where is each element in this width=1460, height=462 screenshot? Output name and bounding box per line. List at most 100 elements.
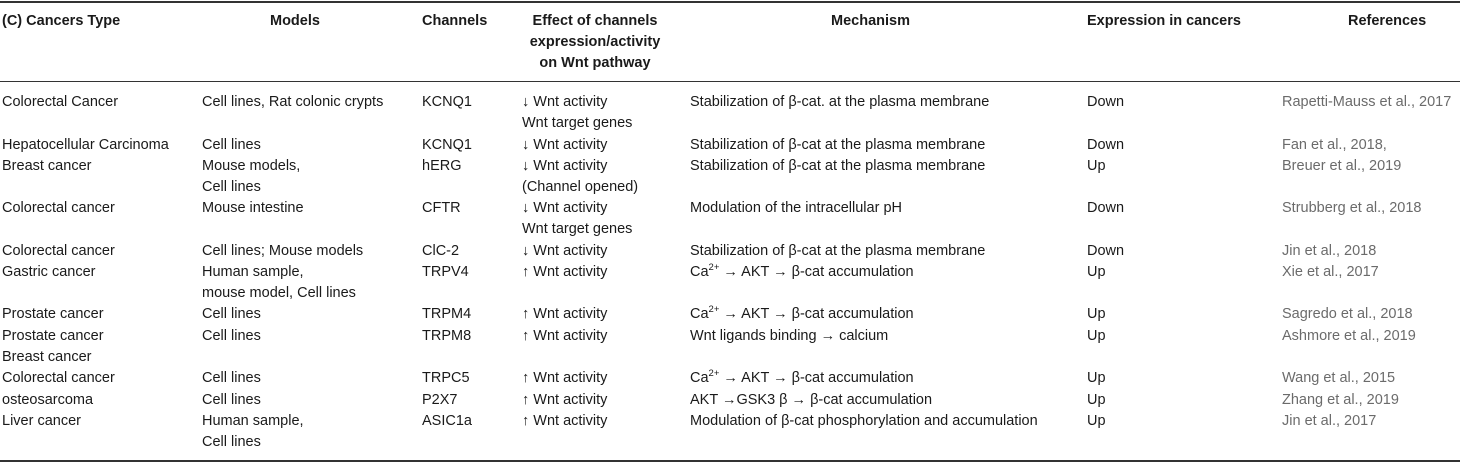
cancer-type-cell-line: Prostate cancer	[2, 306, 104, 322]
models-cell-line: Cell lines	[202, 392, 261, 408]
effect-cell-line: ↑ Wnt activity	[522, 306, 608, 322]
mechanism-superscript: 2+	[708, 304, 720, 315]
mechanism-superscript: 2+	[708, 262, 720, 273]
channel-cell: CFTR	[422, 200, 461, 216]
models-cell: Cell lines	[202, 368, 261, 389]
effect-cell: ↑ Wnt activity	[522, 411, 607, 432]
mechanism-cell: Stabilization of β-cat at the plasma mem…	[690, 156, 985, 177]
channel-cell: TRPC5	[422, 370, 470, 386]
mechanism-cell: Stabilization of β-cat. at the plasma me…	[690, 92, 989, 113]
reference-cell: Rapetti-Mauss et al., 2017	[1282, 94, 1452, 110]
header-effect-line-2: expression/activity	[529, 34, 661, 50]
mechanism-superscript: 2+	[708, 368, 720, 379]
header-cancer-type: (C) Cancers Type	[2, 13, 121, 29]
header-effect-line-1: Effect of channels	[532, 13, 658, 29]
models-cell-line: Human sample,	[202, 264, 304, 280]
table-row: Colorectal cancer Cell lines; Mouse model…	[0, 241, 1460, 262]
table-row: Colorectal Cancer Cell lines, Rat colonic…	[0, 92, 1460, 131]
channel-cell: TRPM4	[422, 306, 472, 322]
models-cell-line: Cell lines	[202, 137, 261, 153]
cancer-type-cell-line: Gastric cancer	[2, 264, 96, 280]
channel-cell: TRPM8	[422, 328, 472, 344]
cancer-type-cell: Hepatocellular Carcinoma	[2, 135, 169, 156]
expression-cell: Up	[1087, 158, 1106, 174]
models-cell: Cell lines	[202, 326, 261, 347]
cancer-type-cell: Gastric cancer	[2, 262, 95, 283]
channel-cell: TRPV4	[422, 264, 469, 280]
cancer-type-cell-line: osteosarcoma	[2, 392, 94, 408]
models-cell: Cell lines	[202, 390, 261, 411]
reference-cell: Jin et al., 2017	[1282, 413, 1377, 429]
effect-cell-line: ↓ Wnt activity	[522, 200, 608, 216]
channel-cell: KCNQ1	[422, 94, 472, 110]
models-cell-line: Mouse intestine	[202, 200, 304, 216]
models-cell-line: Cell lines	[202, 434, 261, 451]
mechanism-text: → AKT → β-cat accumulation	[719, 370, 914, 386]
models-cell-line: Cell lines	[202, 306, 261, 322]
mechanism-text: Stabilization of β-cat at the plasma mem…	[690, 158, 986, 174]
effect-cell: ↑ Wnt activity	[522, 390, 607, 411]
effect-cell-line: ↑ Wnt activity	[522, 328, 608, 344]
cancer-type-cell: Colorectal Cancer	[2, 92, 118, 113]
expression-cell: Down	[1087, 137, 1125, 153]
models-cell-line: Cell lines	[202, 328, 261, 344]
effect-cell: ↑ Wnt activity	[522, 326, 607, 347]
header-expression: Expression in cancers	[1087, 13, 1241, 29]
effect-cell: ↓ Wnt activity	[522, 241, 607, 262]
mechanism-cell: Modulation of β-cat phosphorylation and …	[690, 411, 1038, 432]
reference-cell: Wang et al., 2015	[1282, 370, 1396, 386]
table-row: Prostate cancer Cell lines TRPM4 ↑ Wnt acti…	[0, 304, 1460, 325]
cancer-type-cell: osteosarcoma	[2, 390, 93, 411]
effect-cell-line: ↓ Wnt activity	[522, 137, 608, 153]
mechanism-text: AKT →GSK3 β → β-cat accumulation	[690, 392, 933, 408]
effect-cell-line: ↑ Wnt activity	[522, 413, 608, 429]
effect-cell: ↑ Wnt activity	[522, 368, 607, 389]
mechanism-cell: Wnt ligands binding → calcium	[690, 326, 888, 347]
models-cell: Mouse models,Cell lines	[202, 156, 300, 199]
mechanism-text: Stabilization of β-cat. at the plasma me…	[690, 94, 990, 110]
channel-cell: hERG	[422, 158, 462, 174]
models-cell-line: Mouse models,	[202, 158, 301, 174]
mechanism-text: Modulation of the intracellular pH	[690, 200, 902, 216]
cancer-type-cell: Liver cancer	[2, 411, 81, 432]
mechanism-cell: Ca2+ → AKT → β-cat accumulation	[690, 262, 914, 283]
cancer-type-cell-line: Breast cancer	[2, 349, 92, 366]
effect-cell: ↓ Wnt activity	[522, 135, 607, 156]
cancer-type-cell: Colorectal cancer	[2, 368, 115, 389]
channel-cell: ASIC1a	[422, 413, 472, 429]
effect-cell: ↑ Wnt activity	[522, 304, 607, 325]
header-channels: Channels	[422, 13, 488, 29]
mechanism-cell: Ca2+ → AKT → β-cat accumulation	[690, 368, 914, 389]
cancer-type-cell-line: Breast cancer	[2, 158, 92, 174]
reference-cell: Fan et al., 2018,	[1282, 137, 1387, 153]
reference-cell: Breuer et al., 2019	[1282, 158, 1402, 174]
cancer-type-cell: Colorectal cancer	[2, 198, 115, 219]
models-cell: Human sample,mouse model, Cell lines	[202, 262, 356, 305]
cancer-type-cell-line: Liver cancer	[2, 413, 81, 429]
cancer-type-cell: Colorectal cancer	[2, 241, 115, 262]
mechanism-text: → AKT → β-cat accumulation	[719, 264, 914, 280]
header-effect-line-3: on Wnt pathway	[539, 55, 651, 71]
channel-cell: P2X7	[422, 392, 458, 408]
models-cell-line: Human sample,	[202, 413, 304, 429]
top-rule	[0, 1, 1460, 3]
header-rule	[0, 81, 1460, 82]
expression-cell: Down	[1087, 94, 1125, 110]
mechanism-text: Ca	[690, 264, 709, 280]
table-row: Colorectal cancer Mouse intestine CFTR ↓ Wn…	[0, 198, 1460, 237]
expression-cell: Up	[1087, 264, 1106, 280]
mechanism-cell: Modulation of the intracellular pH	[690, 198, 902, 219]
models-cell: Cell lines	[202, 135, 261, 156]
models-cell-line: Cell lines; Mouse models	[202, 243, 364, 259]
models-cell-line: Cell lines, Rat colonic crypts	[202, 94, 384, 110]
header-mechanism: Mechanism	[831, 13, 910, 29]
expression-cell: Up	[1087, 328, 1106, 344]
expression-cell: Up	[1087, 306, 1106, 322]
cancer-type-cell-line: Colorectal cancer	[2, 370, 115, 386]
effect-cell-line: ↑ Wnt activity	[522, 264, 608, 280]
effect-cell: ↓ Wnt activity(Channel opened)	[522, 156, 638, 199]
